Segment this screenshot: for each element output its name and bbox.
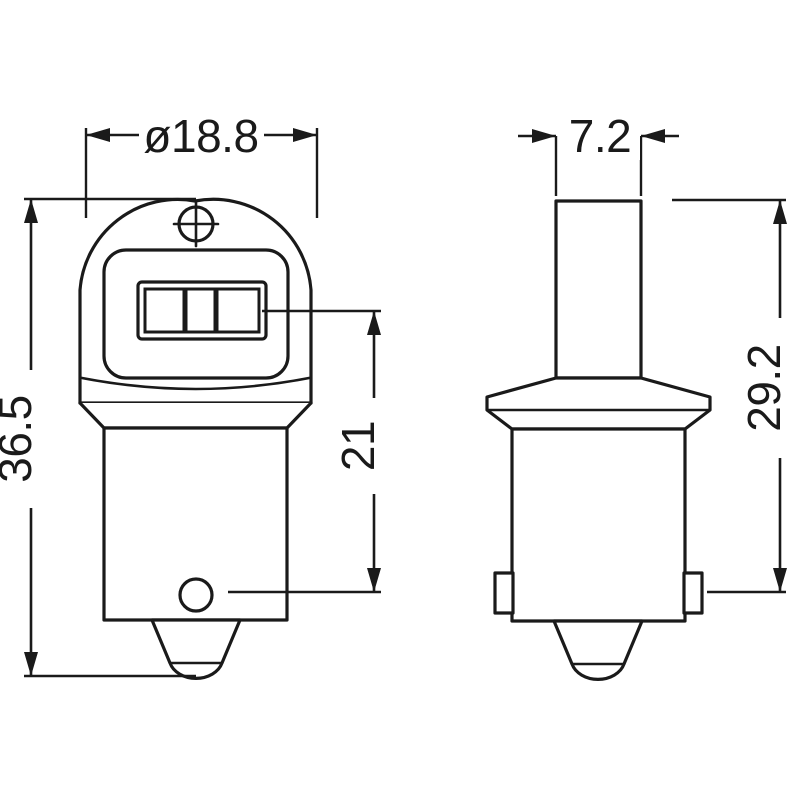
arrow-21-bottom [367, 568, 381, 592]
led-chip-3 [215, 287, 261, 334]
dim-label-neck-width: 7.2 [569, 110, 631, 162]
flange-upper-line [80, 376, 311, 391]
dimension-overall-height: 36.5 [0, 197, 196, 678]
arrow-side-bottom [773, 568, 787, 592]
bayonet-pin-right [682, 571, 704, 615]
bayonet-pin-left [493, 571, 515, 615]
arrow-21-top [367, 311, 381, 335]
arrow-height-top [24, 199, 38, 223]
side-contact-tip [552, 619, 644, 681]
dim-label-overall-height: 36.5 [0, 395, 41, 483]
arrow-neck-left [532, 129, 556, 143]
arrow-diameter-left [86, 128, 110, 142]
dim-text-backdrop-height [8, 370, 56, 508]
arrow-neck-right [641, 129, 665, 143]
bayonet-pin-hole [178, 577, 214, 613]
dim-label-diameter-head: ø18.8 [143, 110, 258, 162]
dim-text-backdrop-side [757, 318, 800, 458]
shoulder-taper [78, 401, 313, 430]
arrow-diameter-right [293, 128, 317, 142]
side-metal-base-cylinder [510, 427, 687, 623]
led-chip-2 [184, 287, 217, 334]
led-chip-1 [143, 287, 186, 334]
side-view-group [485, 199, 712, 681]
side-shoulder-skirt [485, 376, 712, 431]
arrow-side-top [773, 200, 787, 224]
contact-tip [150, 618, 242, 680]
dim-text-backdrop-21 [351, 398, 399, 494]
dimension-base-to-pin: 21 [228, 309, 399, 594]
dim-text-backdrop-neck [560, 112, 640, 160]
front-view-group [78, 197, 313, 680]
neck-column [554, 199, 643, 380]
dimension-diameter-head: ø18.8 [84, 110, 319, 218]
crosshair-marker-group [172, 200, 220, 248]
dim-text-backdrop-diameter [139, 110, 264, 160]
arrow-height-bottom [24, 652, 38, 676]
dimension-side-height: 29.2 [672, 198, 800, 594]
dimension-neck-width: 7.2 [518, 110, 679, 196]
dim-label-base-to-pin: 21 [332, 421, 384, 471]
dim-label-side-height: 29.2 [738, 344, 790, 432]
